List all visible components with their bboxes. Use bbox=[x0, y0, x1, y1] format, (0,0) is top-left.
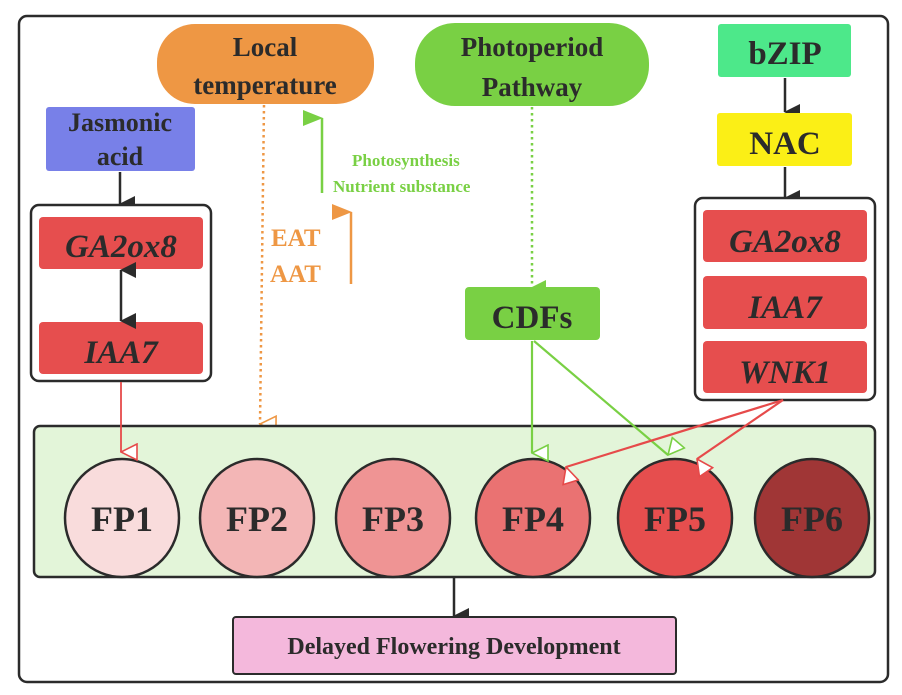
nac-box bbox=[717, 113, 852, 166]
nutrient-substance-label: Nutrient substance bbox=[333, 177, 471, 196]
left-gene-iaa7-label: IAA7 bbox=[83, 335, 159, 371]
cdfs-box bbox=[465, 287, 600, 340]
right-gene-iaa7-label: IAA7 bbox=[747, 290, 823, 326]
fp-group-1: FP1 bbox=[63, 457, 181, 579]
right-gene-ga2ox8-box bbox=[703, 210, 867, 262]
left-gene-ga2ox8-label: GA2ox8 bbox=[65, 229, 177, 265]
fp-label-4: FP4 bbox=[502, 499, 564, 539]
local-temperature-label-line2: temperature bbox=[193, 70, 336, 100]
nac-node: NAC bbox=[717, 113, 852, 166]
cdfs-node: CDFs bbox=[465, 287, 600, 340]
photoperiod-label-line1: Photoperiod bbox=[461, 32, 604, 62]
local-temperature-box bbox=[157, 24, 374, 104]
bzip-node: bZIP bbox=[718, 24, 851, 77]
jasmonic-acid-box bbox=[46, 107, 195, 171]
cdfs-label: CDFs bbox=[492, 300, 573, 336]
local-temp-to-fp-arrow bbox=[258, 104, 264, 424]
jasmonic-acid-node: Jasmonic acid bbox=[46, 107, 195, 171]
photoperiod-pathway-node: Photoperiod Pathway bbox=[415, 23, 649, 106]
fp-circle-5 bbox=[616, 457, 734, 579]
jasmonic-label-line1: Jasmonic bbox=[68, 108, 172, 137]
right-gene-wnk1-label: WNK1 bbox=[739, 355, 831, 391]
delayed-flowering-label: Delayed Flowering Development bbox=[287, 634, 620, 660]
fp-group-2: FP2 bbox=[198, 457, 316, 579]
right-gene-group: GA2ox8 IAA7 WNK1 bbox=[693, 196, 877, 402]
right-gene-ga2ox8-label: GA2ox8 bbox=[729, 224, 841, 260]
fp-group-3: FP3 bbox=[334, 457, 452, 579]
photoperiod-label-line2: Pathway bbox=[482, 72, 583, 102]
fp-group-6: FP6 bbox=[753, 457, 871, 579]
bzip-label: bZIP bbox=[748, 36, 821, 72]
cdfs-to-fp5-arrow bbox=[533, 340, 668, 455]
fp-circle-2 bbox=[198, 457, 316, 579]
photoperiod-pathway-box bbox=[415, 23, 649, 106]
fp-label-5: FP5 bbox=[644, 499, 706, 539]
jasmonic-label-line2: acid bbox=[97, 142, 144, 171]
delayed-flowering-node: Delayed Flowering Development bbox=[232, 616, 677, 675]
fp-label-1: FP1 bbox=[91, 499, 153, 539]
fp-groups: FP1 FP2 FP3 FP4 FP5 FP6 bbox=[63, 457, 871, 579]
local-temperature-label-line1: Local bbox=[233, 32, 298, 62]
right-gene-iaa7-box bbox=[703, 276, 867, 329]
local-temperature-node: Local temperature bbox=[157, 24, 374, 104]
left-gene-ga2ox8-box bbox=[39, 217, 203, 269]
photosynthesis-label: Photosynthesis bbox=[352, 151, 460, 170]
fp-circle-6 bbox=[753, 457, 871, 579]
fp-group-5: FP5 bbox=[616, 457, 734, 579]
eat-label: EAT bbox=[271, 225, 321, 252]
right-gene-wnk1-box bbox=[703, 341, 867, 393]
delayed-flowering-box bbox=[232, 616, 677, 675]
right-genes-to-fp5-arrow bbox=[697, 399, 784, 459]
fp-label-2: FP2 bbox=[226, 499, 288, 539]
nac-label: NAC bbox=[749, 126, 821, 162]
fp-group-4: FP4 bbox=[474, 457, 592, 579]
left-gene-group: GA2ox8 IAA7 bbox=[29, 203, 213, 383]
fp-label-3: FP3 bbox=[362, 499, 424, 539]
fp-label-6: FP6 bbox=[781, 499, 843, 539]
right-genes-to-fp4-arrow bbox=[566, 398, 784, 467]
fp-circle-3 bbox=[334, 457, 452, 579]
left-gene-iaa7-box bbox=[39, 322, 203, 374]
bzip-box bbox=[718, 24, 851, 77]
aat-label: AAT bbox=[270, 261, 321, 288]
